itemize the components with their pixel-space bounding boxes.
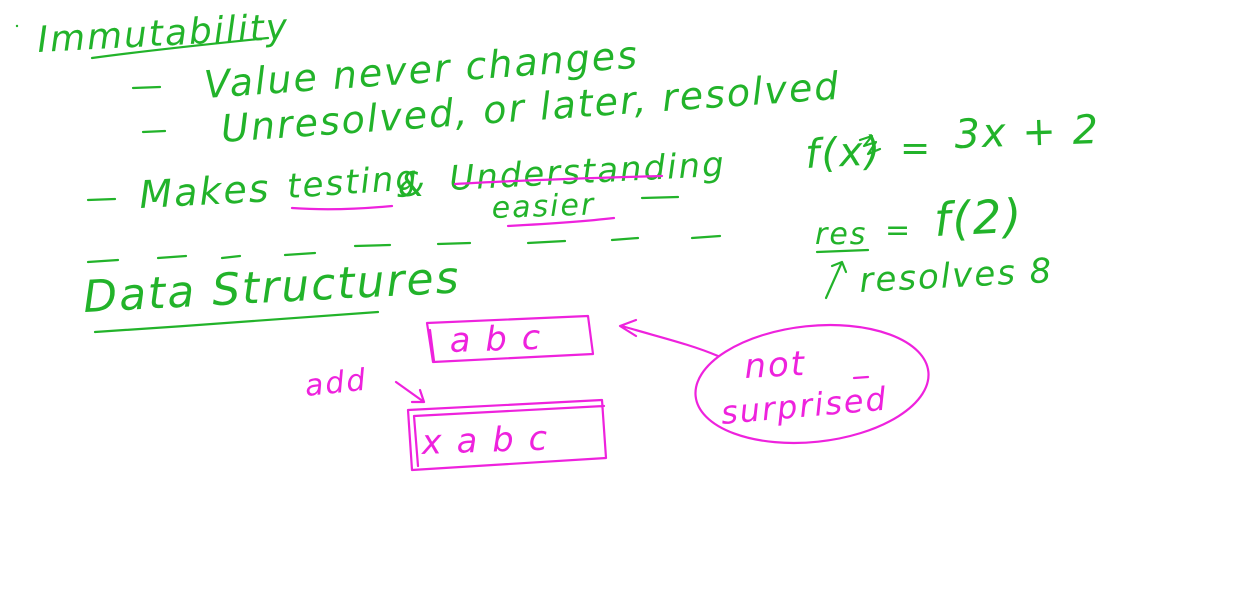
math-scribble [858,134,882,156]
pointer-arrow [618,318,720,358]
math-res: res [815,217,867,252]
math-rhs: 3x + 2 [954,107,1101,158]
add-label: add [303,363,369,404]
separator-dashes [86,234,722,264]
math-up-arrow [824,260,848,300]
box-abc-label: a b c [449,318,543,361]
section-data-structures: Data Structures [82,252,462,323]
highlight-easier [506,216,616,228]
heading-immutability: Immutability [36,7,290,61]
highlight-understanding [453,174,664,186]
bubble-dash [852,375,870,380]
bullet-dash-1 [131,85,162,90]
point-easier: easier [491,187,596,226]
math-call: f(2) [933,188,1025,247]
stray-dot [15,24,19,28]
point-trailing-dash [640,195,680,200]
bubble-outline [694,323,930,445]
highlight-testing [290,204,394,211]
box-xabc-label: x a b c [420,419,550,463]
point-amp: & [398,165,427,205]
math-res-underline [815,248,870,254]
point-testing: testing [286,158,420,207]
point-dash [86,197,117,202]
add-arrow [394,380,426,404]
math-res-eq: = [885,213,910,248]
math-eq: = [900,128,930,169]
point-makes: Makes [138,166,271,217]
math-resolves: resolves 8 [858,251,1054,301]
section-underline [93,310,380,334]
heading-underline [90,36,270,60]
bullet-dash-2 [141,129,167,134]
bubble-text-not: not [743,344,807,387]
box-xabc [406,398,608,472]
box-abc [425,314,595,364]
green-ink-layer: Immutability Value never changes Unresol… [15,7,1101,334]
bubble-text-surprised: surprised [719,380,889,432]
